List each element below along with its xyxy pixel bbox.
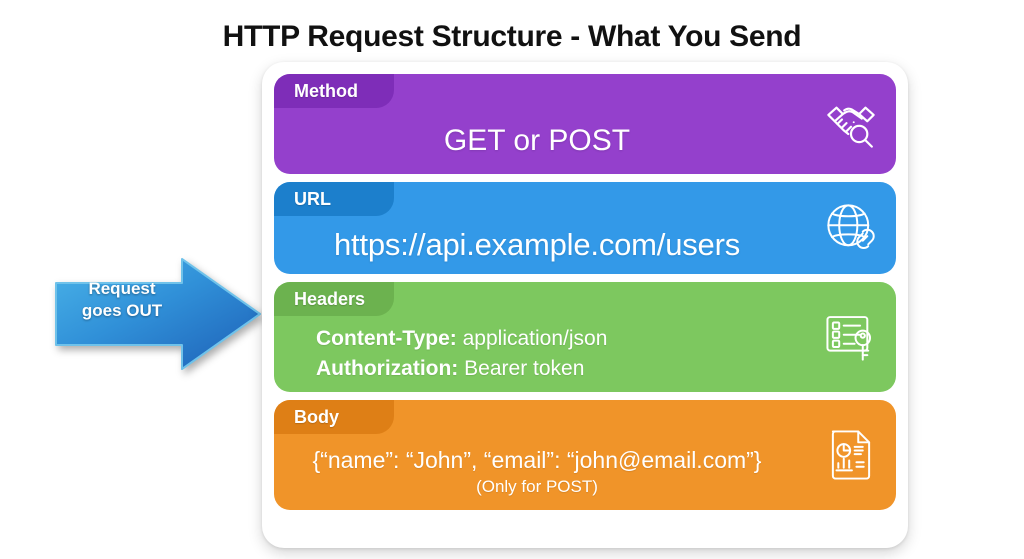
row-url-value: https://api.example.com/users (334, 227, 740, 263)
row-url-tab: URL (274, 182, 394, 216)
row-body-content: {“name”: “John”, “email”: “john@email.co… (274, 434, 800, 510)
header-name-authorization: Authorization: (316, 357, 459, 380)
row-url-content: https://api.example.com/users (274, 216, 800, 274)
row-method-tab: Method (274, 74, 394, 108)
row-body-note: (Only for POST) (476, 476, 598, 496)
page-title: HTTP Request Structure - What You Send (222, 20, 802, 53)
row-url[interactable]: URL https://api.example.com/users (274, 182, 896, 274)
header-line-content-type: Content-Type: application/json (316, 324, 607, 354)
arrow-right-icon (55, 258, 261, 370)
globe-link-icon (820, 197, 882, 259)
row-headers[interactable]: Headers Content-Type: application/json A… (274, 282, 896, 392)
checklist-key-icon (820, 306, 882, 368)
row-method-value: GET or POST (443, 123, 631, 157)
row-body-tab: Body (274, 400, 394, 434)
request-arrow (52, 255, 264, 373)
header-value-content-type: application/json (462, 326, 608, 350)
row-method[interactable]: Method GET or POST (274, 74, 896, 174)
row-body[interactable]: Body {“name”: “John”, “email”: “john@ema… (274, 400, 896, 510)
document-chart-icon (820, 424, 882, 486)
header-value-authorization: Bearer token (464, 357, 585, 380)
header-line-authorization: Authorization: Bearer token (316, 354, 584, 384)
request-structure-card: Method GET or POST (262, 62, 908, 548)
row-body-value: {“name”: “John”, “email”: “john@email.co… (312, 447, 762, 474)
row-headers-tab: Headers (274, 282, 394, 316)
handshake-magnifier-icon (820, 93, 882, 155)
row-headers-content: Content-Type: application/json Authoriza… (274, 316, 800, 392)
row-method-content: GET or POST (274, 108, 800, 174)
header-name-content-type: Content-Type: (316, 326, 457, 350)
